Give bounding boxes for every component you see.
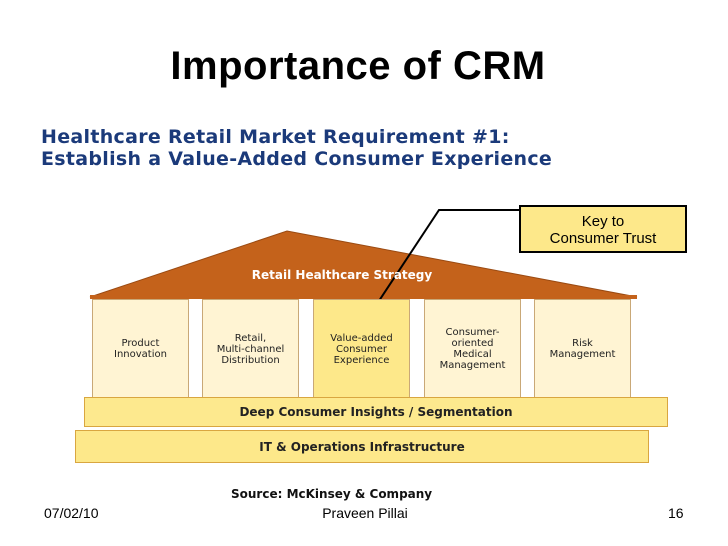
pillar-line: Management [439,360,506,371]
footer-page-number: 16 [668,505,684,521]
pillar-retail-distribution: Retail, Multi-channel Distribution [202,299,299,399]
figure-title-line1: Healthcare Retail Market Requirement #1: [41,126,510,148]
pillar-line: Value-added [330,332,393,344]
pillar-line: Consumer [336,343,387,355]
pillar-line: Risk [572,338,593,349]
callout-line2: Consumer Trust [549,230,657,247]
pillar-line: Innovation [114,349,167,360]
pillar-line: Retail, [234,332,267,344]
pillar-line: Medical [453,349,492,360]
footer-date: 07/02/10 [44,505,99,521]
pillar-line: Product [121,338,160,349]
strategy-figure: Healthcare Retail Market Requirement #1:… [37,119,691,501]
roof-label: Retail Healthcare Strategy [251,268,433,282]
pillar-product-innovation: Product Innovation [92,299,189,399]
callout-box: Key to Consumer Trust [519,205,687,253]
foundation-consumer-insights: Deep Consumer Insights / Segmentation [84,397,668,427]
pillar-line: Distribution [221,354,280,366]
pillar-line: Experience [333,354,390,366]
figure-title-line2: Establish a Value-Added Consumer Experie… [41,148,553,170]
source-credit: Source: McKinsey & Company [231,487,433,501]
pillar-line: oriented [451,338,494,349]
foundation-it-infrastructure: IT & Operations Infrastructure [75,430,649,463]
footer-author-text: Praveen Pillai [322,505,408,521]
pillar-line: Consumer- [445,327,500,338]
pillar-medical-management: Consumer- oriented Medical Management [424,299,521,399]
structure-graphic [89,209,638,320]
pillar-base [90,295,637,299]
pillar-value-added-experience: Value-added Consumer Experience [313,299,410,399]
footer-author: Praveen Pillai [0,505,728,521]
pillar-line: Multi-channel [216,343,285,355]
callout-connector [366,209,519,320]
callout-line1: Key to [581,213,625,230]
slide-title: Importance of CRM [170,44,546,88]
pillar-risk-management: Risk Management [534,299,631,399]
pillar-line: Management [549,349,616,360]
